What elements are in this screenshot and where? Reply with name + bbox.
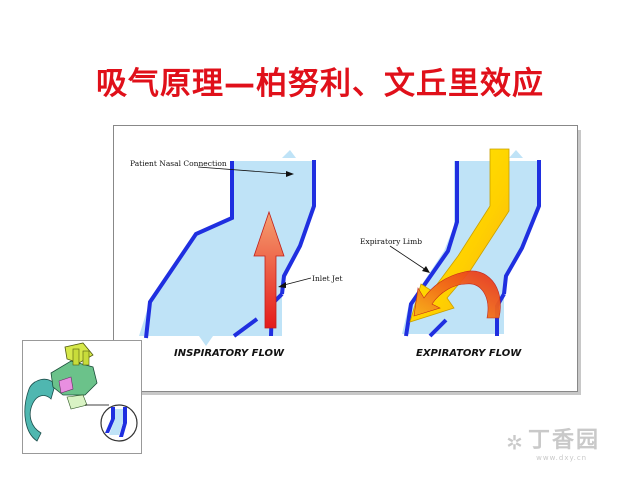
inspiratory-fluid [139,161,314,336]
expiratory-diagram: Expiratory Limb EXPIRATORY FLOW [360,148,541,359]
device-prong-left [72,348,80,366]
device-tube [24,378,56,442]
label-patient-nasal-connection: Patient Nasal Connection [130,159,227,168]
leader-line-nasal [197,166,291,175]
watermark: ✲ 丁香园 www.dxy.cn [506,422,600,463]
label-inlet-jet: Inlet Jet [312,274,343,283]
leader-arrowhead-jet [278,282,286,288]
device-inset [22,340,142,454]
expiratory-wall-left [404,161,459,337]
expiratory-return-arrow [413,270,501,319]
flow-diagram-frame: Patient Nasal Connection Inlet Jet INSPI… [113,125,581,395]
caption-inspiratory-flow: INSPIRATORY FLOW [174,348,285,359]
inlet-jet-arrow [253,210,285,329]
leader-arrowhead-limb [422,266,430,273]
inspiratory-break-bottom [199,336,213,346]
device-lower-port [66,394,88,410]
magnifier-detail [105,407,127,437]
watermark-name: 丁香园 [527,427,600,453]
leader-line-jet [283,277,312,286]
expiratory-wall-right [502,160,541,295]
inspiratory-diagram: Patient Nasal Connection Inlet Jet INSPI… [130,150,343,359]
device-body [50,360,98,396]
device-side-port [58,376,74,394]
inspiratory-wall-left [144,161,234,339]
watermark-url: www.dxy.cn [536,454,588,462]
watermark-logo-icon: ✲ [506,430,523,454]
label-expiratory-limb: Expiratory Limb [360,237,422,246]
nasal-device-illustration [24,342,138,442]
inspiratory-break-top [282,150,296,158]
expiratory-break-top [509,150,523,158]
inspiratory-wall-right [280,160,316,295]
slide-title: 吸气原理—柏努利、文丘里效应 [96,66,544,102]
inspiratory-wall-inner [232,317,259,338]
magnifier-fluid [109,409,123,435]
flow-diagrams: Patient Nasal Connection Inlet Jet INSPI… [130,148,541,359]
leader-arrowhead-nasal [286,171,294,177]
device-prong-right [82,350,90,366]
expiratory-wall-inner [428,318,448,338]
leader-line-limb [389,245,427,271]
caption-expiratory-flow: EXPIRATORY FLOW [416,348,522,359]
